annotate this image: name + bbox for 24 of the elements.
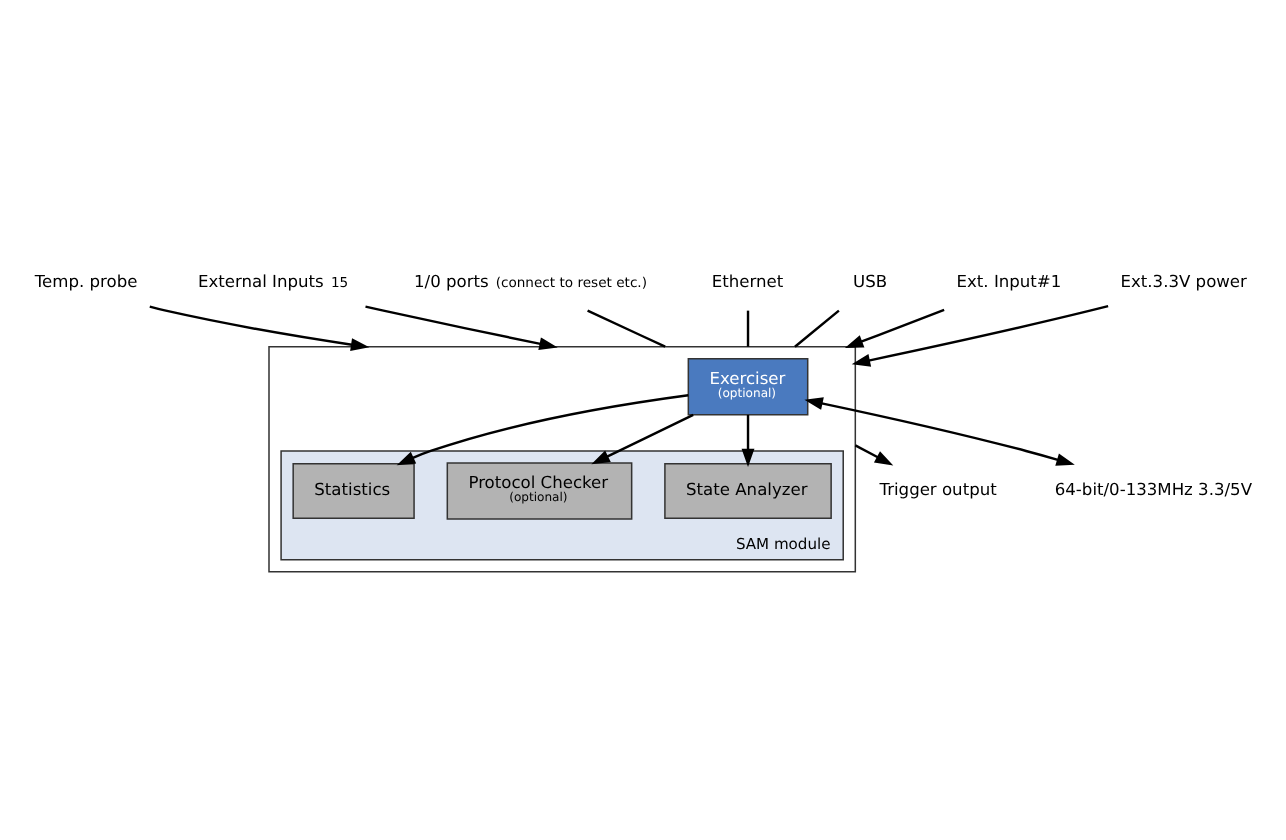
arrow: [854, 444, 894, 466]
node-text: USB: [853, 271, 888, 292]
connector: [587, 309, 666, 348]
node-text: External Inputs: [197, 271, 324, 292]
arrow: [844, 308, 945, 349]
node-text: 64-bit/0-133MHz 3.3/5V: [1054, 479, 1253, 500]
connector: [746, 310, 750, 347]
node-text: Trigger output: [879, 479, 997, 500]
node-box: State Analyzer: [664, 463, 832, 519]
arrow: [741, 414, 755, 468]
connector: [794, 309, 840, 348]
arrow: [365, 305, 558, 351]
arrow: [149, 305, 370, 351]
arrow: [396, 394, 689, 466]
node-box: Statistics: [292, 463, 415, 519]
arrow: [804, 397, 1075, 466]
node-text: Temp. probe: [34, 271, 138, 292]
node-text: 1/0 ports: [414, 271, 489, 292]
node-text: Ext. Input#1: [956, 271, 1062, 292]
arrow: [591, 413, 694, 465]
node-text: Ext.3.3V power: [1120, 271, 1247, 292]
node-text: Ethernet: [711, 271, 784, 292]
cluster: [268, 345, 857, 573]
arrow: [851, 304, 1109, 367]
